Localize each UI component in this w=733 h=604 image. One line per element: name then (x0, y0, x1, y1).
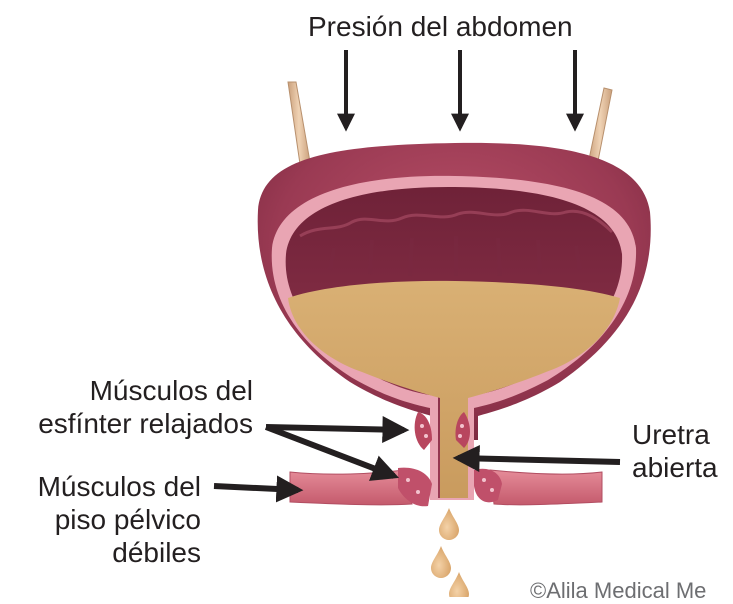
urine-drop-3 (449, 572, 469, 597)
sphincter-left (415, 412, 432, 450)
open-urethra-label-line1: Uretra (632, 418, 718, 451)
right-ureter (588, 88, 612, 166)
open-urethra-label: Uretra abierta (632, 418, 718, 484)
relaxed-sphincter-label-line2: esfínter relajados (38, 407, 253, 440)
urine-drop-2 (431, 546, 451, 578)
open-urethra-label-line2: abierta (632, 451, 718, 484)
relaxed-sphincter-label-line1: Músculos del (38, 374, 253, 407)
urine-drop-1 (439, 508, 459, 540)
urine (288, 281, 620, 498)
weak-pelvic-floor-label: Músculos del piso pélvico débiles (38, 470, 201, 569)
sphincter-pointer-arrows (266, 427, 404, 476)
urethra-pointer-arrow (458, 458, 620, 462)
pressure-arrows (346, 50, 575, 128)
pelvic-floor-pointer-arrow (214, 486, 298, 490)
weak-pelvic-floor-label-line2: piso pélvico (38, 503, 201, 536)
weak-pelvic-floor-label-line1: Músculos del (38, 470, 201, 503)
abdominal-pressure-title: Presión del abdomen (308, 10, 573, 43)
relaxed-sphincter-label: Músculos del esfínter relajados (38, 374, 253, 440)
copyright-credit: ©Alila Medical Me (530, 578, 706, 604)
pelvic-floor-right (490, 470, 602, 505)
left-ureter (288, 82, 310, 164)
weak-pelvic-floor-label-line3: débiles (38, 536, 201, 569)
